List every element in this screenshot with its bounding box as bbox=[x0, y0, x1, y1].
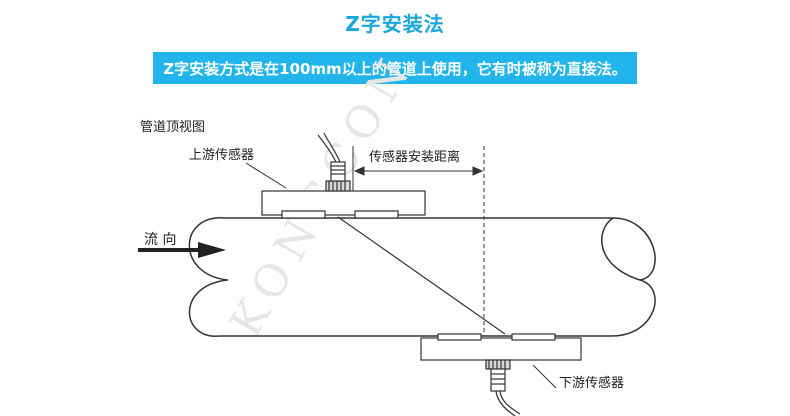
flow-direction-arrow bbox=[138, 242, 226, 258]
upstream-sensor bbox=[261, 132, 426, 219]
page-title: Z字安装法 bbox=[345, 12, 445, 36]
downstream-leader-line bbox=[532, 364, 557, 389]
distance-label: 传感器安装距离 bbox=[369, 149, 460, 165]
distance-dimension-arrow bbox=[353, 166, 484, 176]
downstream-sensor bbox=[420, 333, 582, 416]
description-banner: Z字安装方式是在100mm以上的管道上使用，它有时被称为直接法。 bbox=[153, 52, 637, 84]
downstream-sensor-label: 下游传感器 bbox=[559, 375, 624, 391]
flow-label: 流 向 bbox=[144, 232, 176, 248]
upstream-sensor-label: 上游传感器 bbox=[189, 147, 254, 163]
signal-path bbox=[337, 216, 506, 335]
upstream-leader-line bbox=[245, 162, 287, 189]
view-label: 管道顶视图 bbox=[140, 120, 205, 135]
